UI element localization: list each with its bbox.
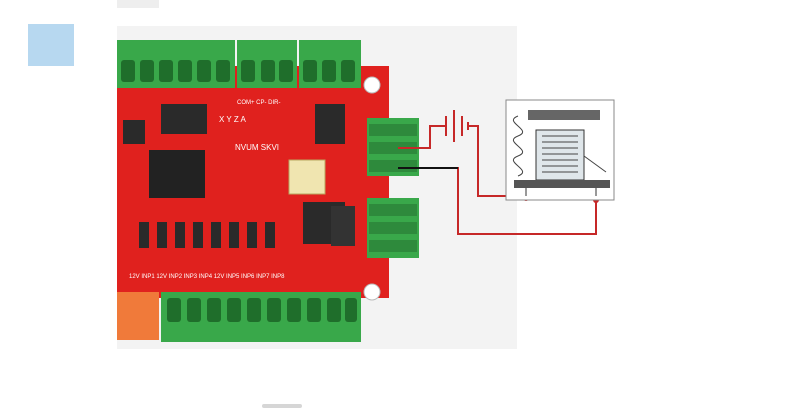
controller-board-photo: X Y Z A NVUM SKVI COM+ CP- DIR- 12V INP1… [117,26,517,349]
pins-label: NVUM SKVI [235,143,279,152]
right-terminal-blocks [367,118,419,258]
relay-diagram [505,99,615,201]
mount-hole [363,283,381,301]
resistor-row [139,222,275,248]
axis-label: X Y Z A [219,115,246,124]
relay-component [288,159,326,195]
com-label: COM+ CP- DIR- [237,100,281,106]
thumbnail-placeholder[interactable] [28,24,74,66]
input-header-label: 12V INP1 12V INP2 INP3 INP4 12V INP5 INP… [129,274,285,280]
top-tab-stub [117,0,159,8]
board-illustration: X Y Z A NVUM SKVI COM+ CP- DIR- 12V INP1… [117,40,419,342]
mcu-chip [149,150,205,198]
bottom-terminal-blocks [117,292,361,342]
mount-hole [363,76,381,94]
scroll-indicator[interactable] [262,404,302,408]
top-terminal-blocks [117,40,361,88]
positive-wire [398,125,446,149]
ic-chip [161,104,207,134]
